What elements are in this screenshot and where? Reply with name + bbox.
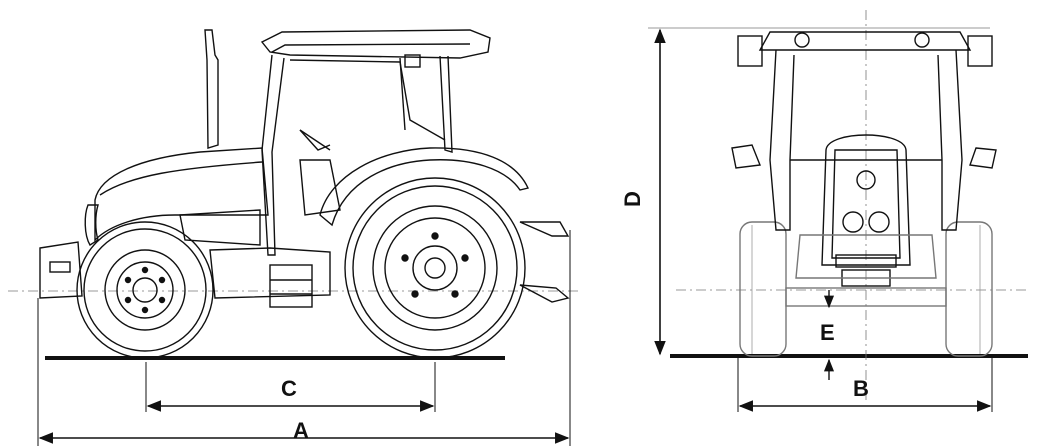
dimension-label-d: D [619,191,645,207]
rear-fender [319,147,529,227]
front-hood [821,134,911,266]
rear-hitch-upper [519,221,570,237]
rear-wheel [344,177,526,359]
dimension-label-e: E [820,320,835,345]
front-wheel [76,221,214,359]
front-weight [39,241,83,299]
operator-seat [299,159,341,216]
cab-rear-pillar [439,55,453,153]
dimension-label-b: B [853,376,869,401]
cab-step [269,264,313,308]
cab-front-pillar [261,54,285,256]
exhaust-stack [204,29,219,149]
front-view-left-wheel [739,221,787,357]
dimension-label-c: C [281,376,297,401]
front-view-right-wheel [945,221,993,357]
front-view [648,10,1030,412]
chassis [209,247,331,299]
hood [94,147,269,242]
side-view [8,29,580,446]
cab-roof [260,29,491,59]
front-cab-roof [758,31,972,51]
rear-hitch-lower [519,284,570,303]
dimension-label-a: A [293,418,309,443]
